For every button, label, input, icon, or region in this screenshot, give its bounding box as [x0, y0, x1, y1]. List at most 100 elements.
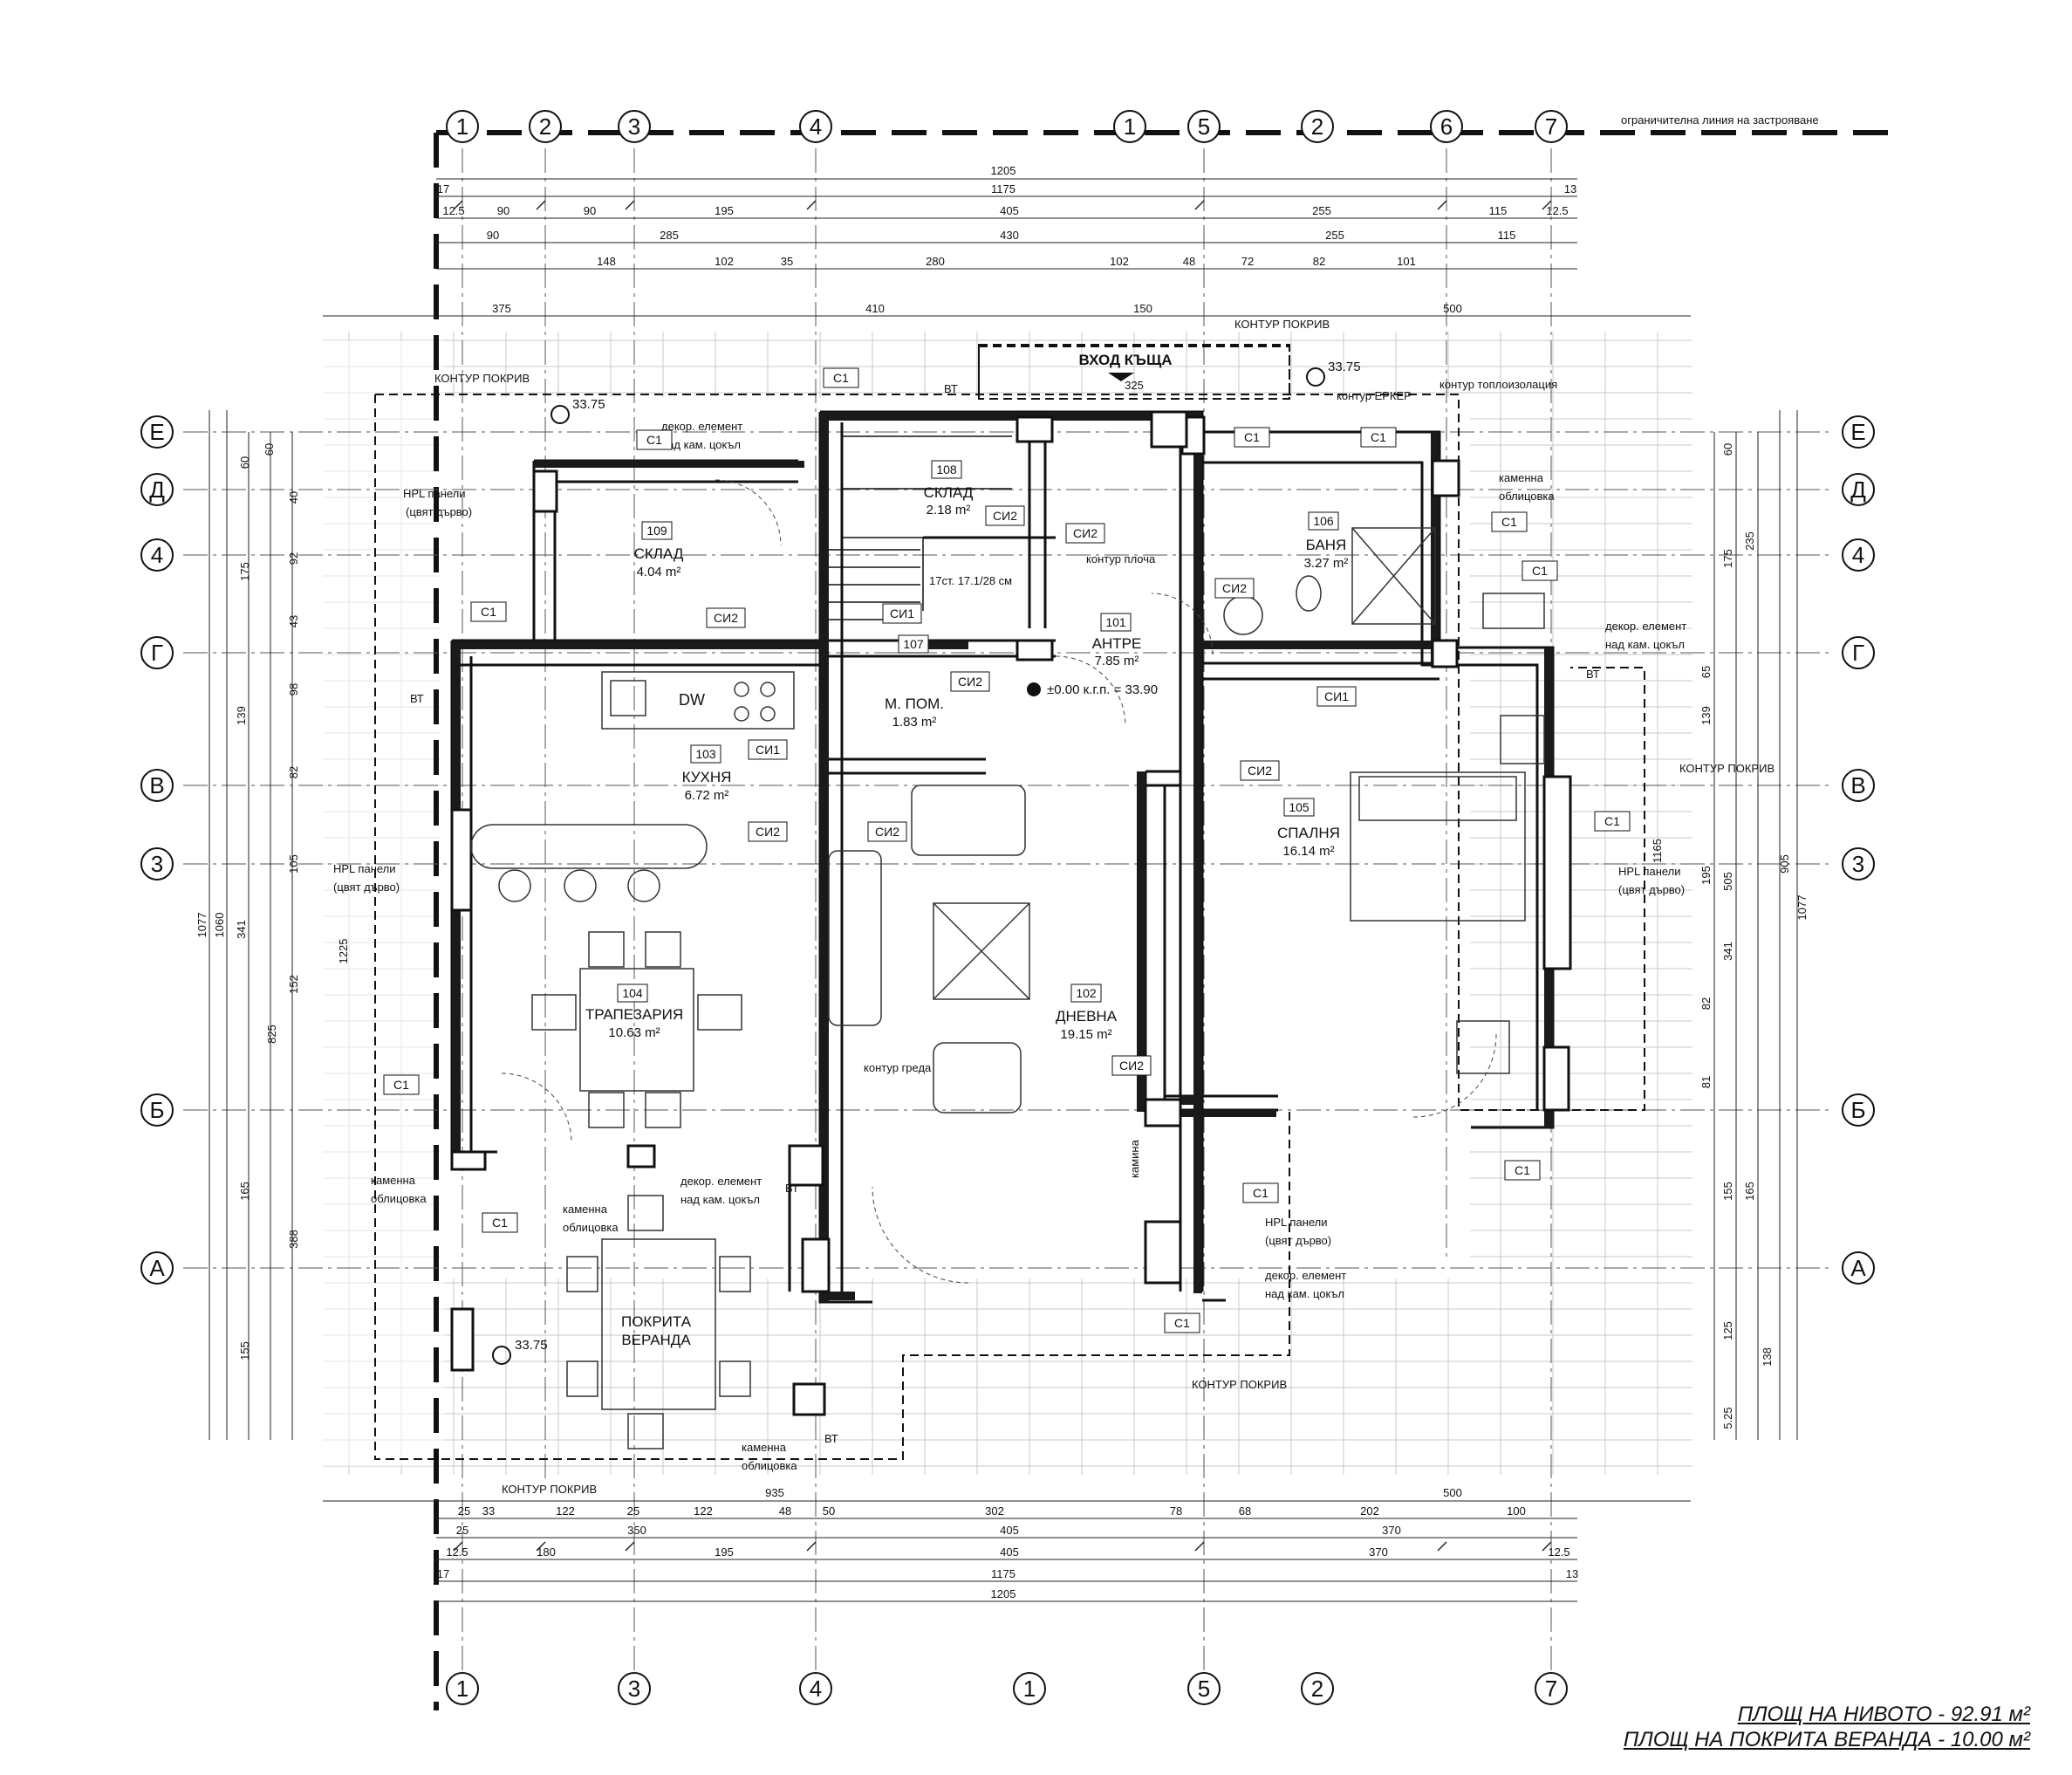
- axis-top-2: 2: [539, 113, 551, 140]
- axis-labels-right: Е Д 4 Г В 3 Б А: [1850, 419, 1866, 1281]
- dim-bot-405b: 405: [1000, 1545, 1019, 1559]
- dim-bot-302: 302: [985, 1504, 1004, 1518]
- note-hpl-front-1: HPL панели: [1265, 1216, 1328, 1229]
- tag-c1-j: С1: [1515, 1163, 1530, 1177]
- dim-top-285: 285: [660, 229, 679, 242]
- dim-top-90c: 90: [487, 229, 499, 242]
- tag-c1-k: С1: [492, 1216, 508, 1230]
- dim-right-82: 82: [1699, 997, 1713, 1010]
- note-stone-8: облицовка: [742, 1459, 797, 1472]
- dim-bot-935: 935: [765, 1486, 784, 1499]
- dim-top-1205: 1205: [991, 164, 1016, 177]
- axis-left-8: А: [149, 1255, 165, 1281]
- note-insulation-outline: контур топлоизолация: [1439, 378, 1557, 391]
- room-102-area: 19.15 m²: [1060, 1027, 1111, 1042]
- dim-bot-25a: 25: [458, 1504, 470, 1518]
- dim-bot-405a: 405: [1000, 1524, 1019, 1537]
- axis-right-8: А: [1850, 1255, 1866, 1281]
- note-decor-1: декор. елемент: [661, 420, 742, 433]
- room-109-name: СКЛАД: [634, 545, 684, 562]
- dim-right-235: 235: [1743, 531, 1756, 551]
- axis-left-4: Г: [151, 640, 163, 666]
- entrance-dimension: 325: [1125, 379, 1144, 392]
- dims-top-text: 1205 17 1175 13 12.5 90 90 195 405 255 1…: [437, 164, 1576, 315]
- room-102-number: 102: [1076, 986, 1097, 1000]
- tag-si2-f: СИ2: [1248, 764, 1272, 778]
- tag-si2-i: СИ2: [1119, 1059, 1144, 1073]
- note-decor-8: над кам. цокъл: [1265, 1287, 1344, 1300]
- tag-c1-g: С1: [481, 605, 496, 619]
- note-hpl-left-2: (цвят дърво): [406, 505, 472, 518]
- note-stone-1: каменна: [1499, 471, 1544, 484]
- axis-right-5: В: [1850, 772, 1865, 798]
- dim-bot-17: 17: [437, 1567, 449, 1580]
- dim-bot-100: 100: [1507, 1504, 1526, 1518]
- dim-top-405: 405: [1000, 204, 1019, 217]
- note-hpl-front-2: (цвят дърво): [1265, 1234, 1331, 1247]
- dim-top-17: 17: [437, 182, 449, 195]
- dim-right-505: 505: [1721, 872, 1734, 891]
- dim-top-101: 101: [1397, 255, 1416, 268]
- note-bay-outline: контур ЕРКЕР: [1337, 389, 1412, 402]
- tag-c1-c: С1: [1244, 430, 1260, 444]
- tag-si1-c: СИ1: [890, 607, 914, 620]
- dim-bot-12-5b: 12.5: [1548, 1545, 1569, 1559]
- dim-left-341: 341: [235, 920, 248, 939]
- stairs: [829, 435, 1012, 620]
- elev-mark-2: 33.75: [1328, 360, 1361, 374]
- axis-right-3: 4: [1852, 542, 1864, 568]
- axis-top-3: 3: [628, 113, 640, 140]
- axis-right-6: 3: [1852, 851, 1864, 877]
- tag-si2-g: СИ2: [756, 825, 780, 839]
- note-beam-outline: контур греда: [864, 1061, 932, 1074]
- level-mark: ±0.00 к.г.п. = 33.90: [1027, 682, 1158, 697]
- dim-top-102a: 102: [715, 255, 734, 268]
- note-slab-outline: контур плоча: [1086, 552, 1156, 565]
- note-fireplace: камина: [1128, 1139, 1141, 1178]
- dim-right-81: 81: [1699, 1076, 1713, 1088]
- building-boundary-label: ограничителна линия на застрояване: [1621, 113, 1819, 127]
- note-decor-4: над кам. цокъл: [1605, 638, 1685, 651]
- note-hpl-right-1: HPL панели: [1618, 865, 1681, 878]
- tag-c1-d: С1: [1371, 430, 1386, 444]
- level-mark-text: ±0.00 к.г.п. = 33.90: [1047, 682, 1158, 697]
- axis-left-1: Е: [149, 419, 164, 445]
- door-swings: [501, 479, 1497, 1284]
- axis-right-7: Б: [1850, 1097, 1865, 1123]
- axis-top-9: 7: [1545, 113, 1557, 140]
- dim-left-152: 152: [287, 975, 300, 994]
- dim-right-65: 65: [1699, 666, 1713, 678]
- axis-labels-bottom: 1 3 4 1 5 2 7: [456, 1676, 1557, 1702]
- dim-left-139: 139: [235, 706, 248, 725]
- veranda-furniture: [566, 1195, 751, 1449]
- dim-top-148: 148: [597, 255, 616, 268]
- columns: [450, 410, 1572, 1416]
- room-labels: 101 АНТРЕ 7.85 m² 102 ДНЕВНА 19.15 m² 10…: [585, 460, 1348, 1348]
- dim-right-165: 165: [1743, 1182, 1756, 1201]
- dim-left-388: 388: [287, 1230, 300, 1249]
- room-106-name: БАНЯ: [1306, 537, 1347, 553]
- note-stone-6: облицовка: [563, 1221, 619, 1234]
- opening-tags: С1 С1 С1 С1 С1 С1 С1 С1 С1 С1 С1 С1 С1 С…: [383, 367, 1631, 1333]
- entrance-label: ВХОД КЪЩА: [1078, 352, 1172, 368]
- axis-top-6: 5: [1198, 113, 1210, 140]
- dim-top-82: 82: [1313, 255, 1325, 268]
- room-109-number: 109: [646, 524, 667, 538]
- dim-bot-122b: 122: [694, 1504, 713, 1518]
- kitchen-furniture: [470, 671, 795, 1128]
- dim-top-150: 150: [1133, 302, 1152, 315]
- axis-bottom-2: 3: [628, 1676, 640, 1702]
- room-109-area: 4.04 m²: [637, 565, 681, 579]
- dim-left-60b: 60: [263, 443, 276, 456]
- tag-c1-e: С1: [1501, 515, 1517, 529]
- room-108-area: 2.18 m²: [927, 503, 971, 517]
- veranda-label-line1: ПОКРИТА: [621, 1313, 692, 1330]
- dim-bot-12-5a: 12.5: [446, 1545, 468, 1559]
- room-108-number: 108: [936, 463, 957, 476]
- axis-top-7: 2: [1311, 113, 1323, 140]
- building-boundary-line: [434, 130, 1902, 1710]
- dim-bot-500: 500: [1443, 1486, 1462, 1499]
- dim-top-195: 195: [715, 204, 734, 217]
- dim-left-175: 175: [238, 562, 251, 581]
- area-totals: ПЛОЩ НА НИВОТО - 92.91 м² ПЛОЩ НА ПОКРИТ…: [1624, 1702, 2030, 1752]
